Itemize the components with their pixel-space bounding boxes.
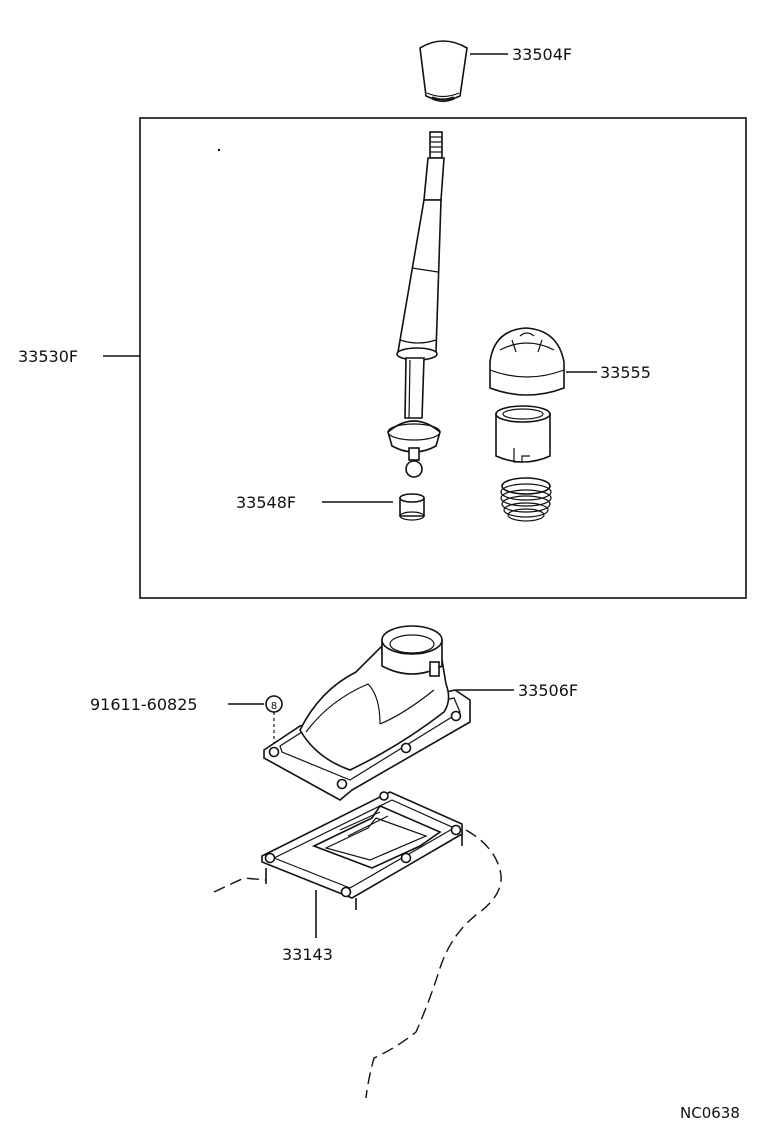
spring (500, 477, 552, 522)
flange-hole (336, 778, 348, 790)
shift-knob (419, 40, 468, 103)
lever-assembly-box (139, 117, 747, 599)
cover-hole (450, 824, 462, 836)
retainer-sleeve (495, 405, 551, 463)
part-label-33548f: 33548F (236, 493, 296, 512)
shift-lever (387, 131, 445, 478)
cover-hole (340, 886, 352, 898)
cover-hole (400, 852, 412, 864)
part-label-33530f: 33530F (18, 347, 78, 366)
drawing-code: NC0638 (680, 1104, 740, 1122)
flange-hole (450, 710, 462, 722)
flange-hole (268, 746, 280, 758)
part-label-33143: 33143 (282, 945, 333, 964)
shift-lever-housing (263, 625, 471, 801)
bushing (399, 493, 425, 521)
transmission-outline (213, 829, 502, 1099)
speck (217, 148, 221, 152)
boot-cap (489, 327, 565, 396)
part-label-33506f: 33506F (518, 681, 578, 700)
bolt: 8 (265, 695, 283, 744)
cover-hole (379, 791, 389, 801)
part-label-33504f: 33504F (512, 45, 572, 64)
cover-hole (264, 852, 276, 864)
part-label-33555: 33555 (600, 363, 651, 382)
flange-hole (400, 742, 412, 754)
part-label-91611-60825: 91611-60825 (90, 695, 198, 714)
bolt-grade-mark: 8 (271, 701, 277, 712)
cover-plate (261, 791, 463, 899)
